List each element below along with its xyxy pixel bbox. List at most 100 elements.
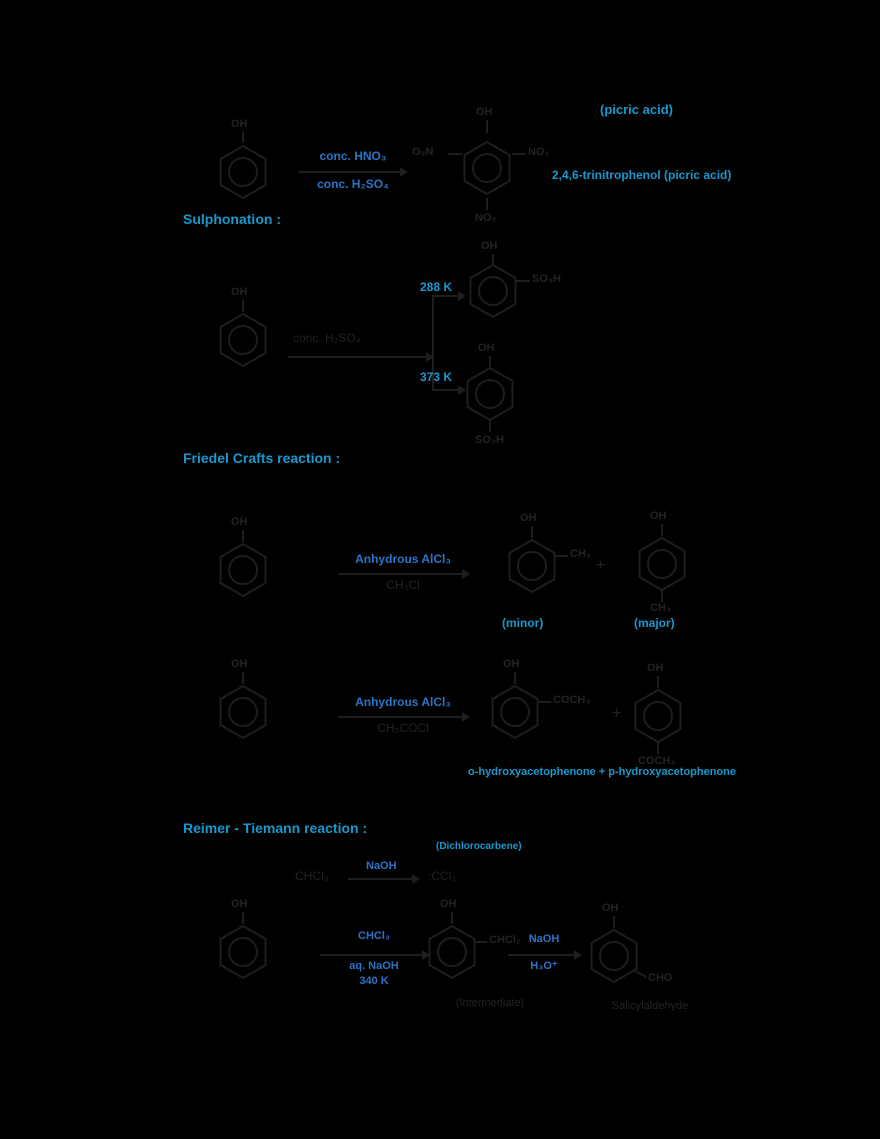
bond [489, 356, 491, 368]
bond [451, 912, 453, 924]
bond [514, 672, 516, 684]
nitro-group-label: O₂N [412, 146, 434, 158]
ortho-cresol-ring [508, 538, 556, 594]
bond [657, 742, 659, 754]
ortho-hydroxyacetophenone-ring [491, 684, 539, 740]
hydroxyl-group-label: OH [602, 902, 619, 914]
reagent-label: conc. H₂SO₄ [317, 177, 389, 191]
hydroxyl-group-label: OH [503, 658, 520, 670]
bond [516, 280, 530, 282]
reagent-label: CH₃Cl [386, 578, 420, 592]
nitro-group-label: NO₂ [528, 146, 550, 158]
phenol-ring [219, 312, 267, 368]
product-name-label: 2,4,6-trinitrophenol (picric acid) [552, 168, 732, 182]
nitro-group-label: NO₂ [475, 212, 497, 224]
picric-acid-ring [463, 140, 511, 196]
methyl-group-label: CH₃ [570, 548, 591, 560]
bond [613, 916, 615, 928]
reaction-arrow [298, 167, 408, 177]
hydroxyl-group-label: OH [650, 510, 667, 522]
temperature-label: 373 K [420, 370, 453, 384]
chloroform-formula: CHCl₃ [295, 869, 329, 883]
sulphonic-group-label: SO₃H [475, 434, 504, 446]
bond [531, 526, 533, 538]
para-hydroxyacetophenone-ring [634, 688, 682, 744]
bond [486, 198, 488, 210]
methyl-group-label: CH₃ [650, 602, 671, 614]
reagent-label: CH₃COCl [377, 721, 429, 735]
bond [242, 132, 244, 143]
reagent-label: CHCl₃ [358, 930, 390, 942]
salicylaldehyde-ring [590, 928, 638, 984]
hydroxyl-group-label: OH [231, 898, 248, 910]
hydroxyl-group-label: OH [481, 240, 498, 252]
hydroxyl-group-label: OH [231, 286, 248, 298]
reagent-label: conc. H₂SO₄ [293, 331, 361, 345]
product-note: (picric acid) [600, 102, 673, 117]
reagent-label: aq. NaOH [349, 960, 399, 972]
product-caption: Salicylaldehyde [611, 1000, 689, 1012]
reagent-label: conc. HNO₃ [319, 149, 387, 163]
hydroxyl-group-label: OH [231, 658, 248, 670]
hydroxyl-group-label: OH [231, 118, 248, 130]
bond [448, 153, 462, 155]
bond [242, 672, 244, 684]
sulphonic-group-label: SO₃H [532, 273, 561, 285]
minor-product-label: (minor) [502, 616, 544, 630]
reagent-label: H₃O⁺ [530, 960, 558, 972]
bond [242, 912, 244, 924]
plus-sign: + [612, 705, 622, 722]
intermediate-ring [428, 924, 476, 980]
acetyl-group-label: COCH₃ [638, 755, 676, 767]
acetyl-group-label: COCH₃ [553, 694, 591, 706]
reaction-arrow [320, 950, 430, 960]
hydroxyl-group-label: OH [476, 106, 493, 118]
bond [657, 676, 659, 688]
dichlorocarbene-formula: :CCl₂ [428, 869, 456, 883]
para-phenolsulphonic-ring [466, 366, 514, 422]
phenol-ring [219, 144, 267, 200]
bond [555, 555, 568, 557]
products-name-label: o-hydroxyacetophenone + p-hydroxyacetoph… [468, 766, 737, 778]
catalyst-label: Anhydrous AlCl₃ [355, 552, 451, 566]
hydroxyl-group-label: OH [520, 512, 537, 524]
reaction-arrow [338, 712, 470, 722]
reaction-arrow [338, 569, 470, 579]
bond [492, 254, 494, 265]
catalyst-label: Anhydrous AlCl₃ [355, 695, 451, 709]
plus-sign: + [596, 557, 606, 574]
reaction-arrow [348, 874, 420, 884]
bond [489, 420, 491, 432]
temperature-label: 288 K [420, 280, 453, 294]
bond [486, 120, 488, 133]
reagent-label: NaOH [528, 933, 560, 945]
bond [512, 153, 526, 155]
bond [661, 590, 663, 602]
dichloromethyl-group-label: CHCl₂ [489, 934, 521, 946]
reaction-arrow [508, 950, 582, 960]
para-cresol-ring [638, 536, 686, 592]
ortho-phenolsulphonic-ring [469, 263, 517, 319]
bond [242, 300, 244, 312]
section-heading-reimer-tiemann: Reimer - Tiemann reaction : [183, 820, 368, 836]
aldehyde-group-label: CHO [648, 972, 673, 984]
intermediate-caption: (Intermediate) [455, 997, 525, 1009]
phenol-ring [219, 542, 267, 598]
branch-arrow-bottom [432, 385, 466, 395]
section-heading-friedel-crafts: Friedel Crafts reaction : [183, 450, 341, 466]
branch-arrow-top [432, 291, 466, 301]
branch-bracket [432, 295, 434, 391]
carbene-name-label: (Dichlorocarbene) [436, 841, 522, 852]
temperature-label: 340 K [359, 975, 389, 987]
phenol-ring [219, 924, 267, 980]
major-product-label: (major) [634, 616, 675, 630]
hydroxyl-group-label: OH [647, 662, 664, 674]
phenol-ring [219, 684, 267, 740]
hydroxyl-group-label: OH [231, 516, 248, 528]
hydroxyl-group-label: OH [440, 898, 457, 910]
bond [661, 524, 663, 536]
bond [538, 701, 551, 703]
hydroxyl-group-label: OH [478, 342, 495, 354]
reagent-label: NaOH [366, 860, 397, 872]
